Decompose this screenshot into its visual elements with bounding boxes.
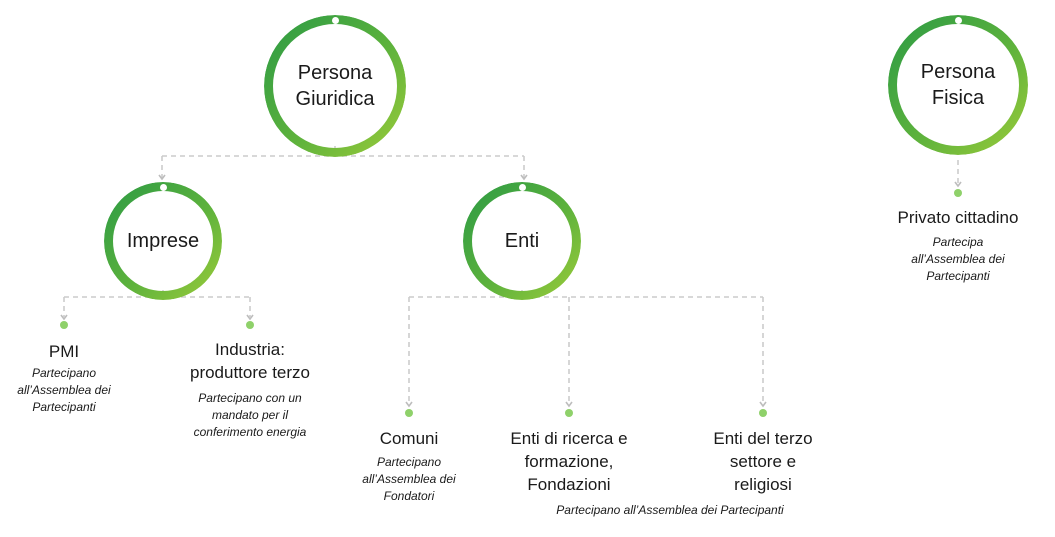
- ring-knob: [331, 17, 339, 24]
- node-persona-giuridica: Persona Giuridica: [264, 15, 406, 157]
- leaf-dot-ricerca: [565, 409, 573, 417]
- node-imprese-label: Imprese: [126, 230, 200, 252]
- ring-knob: [954, 17, 962, 24]
- ring-knob: [518, 184, 526, 191]
- leaf-dot-industria: [246, 321, 254, 329]
- node-persona-fisica: Persona Fisica: [888, 15, 1028, 155]
- leaf-enti-terzo-settore: Enti del terzo settore e religiosi: [683, 427, 843, 496]
- leaf-industria: Industria: produttore terzo Partecipano …: [170, 338, 330, 441]
- leaf-enti-ricerca: Enti di ricerca e formazione, Fondazioni: [489, 427, 649, 496]
- leaf-privato-cittadino-title: Privato cittadino: [897, 208, 1019, 227]
- node-enti-label: Enti: [504, 230, 540, 252]
- leaf-comuni: Comuni Partecipano all’Assemblea dei Fon…: [349, 427, 469, 505]
- leaf-industria-note: Partecipano con un mandato per il confer…: [193, 391, 307, 439]
- leaf-dot-terzo-settore: [759, 409, 767, 417]
- leaf-enti-terzo-settore-title: Enti del terzo settore e religiosi: [713, 429, 813, 494]
- leaf-pmi: PMI Partecipano all’Assemblea dei Partec…: [4, 340, 124, 416]
- leaf-dot-privato: [954, 189, 962, 197]
- leaf-pmi-note: Partecipano all’Assemblea dei Partecipan…: [17, 366, 111, 414]
- leaf-privato-cittadino: Privato cittadino Partecipa all’Assemble…: [873, 206, 1043, 285]
- leaf-dot-comuni: [405, 409, 413, 417]
- leaf-pmi-title: PMI: [48, 342, 80, 361]
- node-imprese: Imprese: [104, 182, 222, 300]
- leaf-industria-title: Industria: produttore terzo: [189, 340, 310, 382]
- ring-knob: [159, 184, 167, 191]
- leaf-privato-cittadino-note: Partecipa all’Assemblea dei Partecipanti: [911, 235, 1005, 283]
- connector-enti: [408, 290, 764, 404]
- node-enti: Enti: [463, 182, 581, 300]
- leaf-comuni-note: Partecipano all’Assemblea dei Fondatori: [362, 455, 456, 503]
- leaf-enti-ricerca-title: Enti di ricerca e formazione, Fondazioni: [510, 429, 628, 494]
- leaf-comuni-title: Comuni: [379, 429, 439, 448]
- node-persona-giuridica-label: Persona Giuridica: [295, 62, 375, 110]
- leaf-dot-pmi: [60, 321, 68, 329]
- node-persona-fisica-label: Persona Fisica: [920, 61, 996, 109]
- enti-shared-note: Partecipano all’Assemblea dei Partecipan…: [556, 503, 784, 517]
